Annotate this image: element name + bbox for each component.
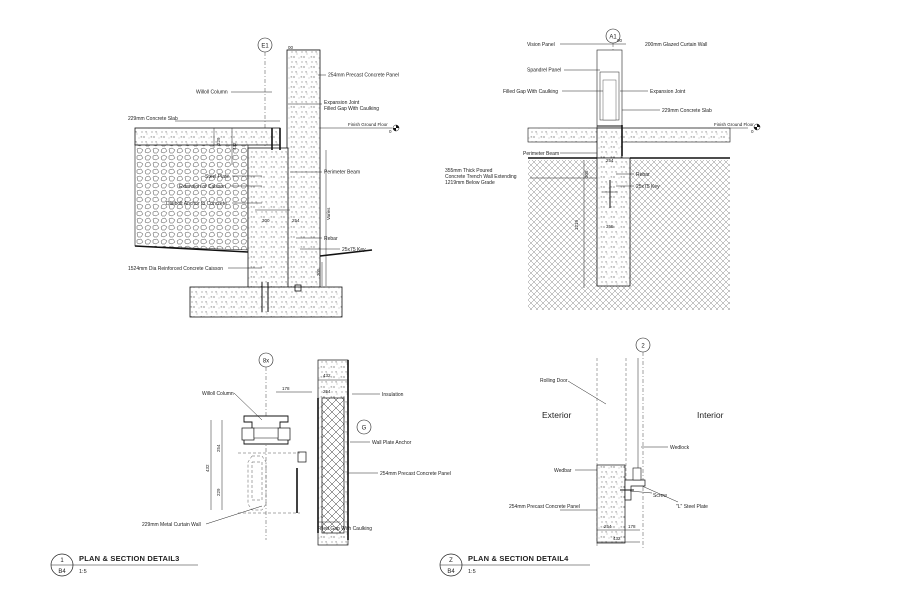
grid-bubble-g — [356, 419, 372, 435]
svg-text:254: 254 — [216, 444, 221, 452]
svg-text:Wedlock: Wedlock — [670, 445, 690, 451]
grid-label-e1: E1 — [261, 44, 269, 50]
svg-text:355mm Thick Poured: 355mm Thick Poured — [445, 168, 493, 174]
svg-text:254mm Precast Concrete Panel: 254mm Precast Concrete Panel — [328, 73, 399, 79]
svg-text:254: 254 — [604, 524, 612, 529]
svg-text:Filled Gap With Caulking: Filled Gap With Caulking — [317, 526, 372, 532]
svg-text:1219mm Below Grade: 1219mm Below Grade — [445, 180, 495, 186]
svg-text:0: 0 — [751, 129, 754, 134]
detail3-sheet: B4 — [58, 569, 66, 575]
svg-text:Screw: Screw — [653, 493, 667, 499]
svg-text:25x75 Key: 25x75 Key — [636, 184, 660, 190]
svg-text:Willoll Column: Willoll Column — [202, 391, 234, 397]
svg-text:254mm Precast Concrete Panel: 254mm Precast Concrete Panel — [380, 471, 451, 477]
svg-text:Concrete Trench Wall Extending: Concrete Trench Wall Extending — [445, 174, 517, 180]
svg-text:432: 432 — [205, 464, 210, 472]
svg-text:Extension of Caisson: Extension of Caisson — [179, 184, 226, 190]
detail4-sheet: B4 — [447, 569, 455, 575]
svg-text:305: 305 — [316, 268, 321, 276]
svg-text:Vision Panel: Vision Panel — [527, 42, 555, 48]
svg-text:Varies: Varies — [326, 207, 331, 220]
svg-text:200mm Glazed Curtain Wall: 200mm Glazed Curtain Wall — [645, 42, 707, 48]
svg-text:Expansion Joint: Expansion Joint — [324, 100, 360, 106]
svg-text:Willoll Column: Willoll Column — [196, 90, 228, 96]
svg-text:Rolling Door: Rolling Door — [540, 378, 568, 384]
svg-text:25x75 Key: 25x75 Key — [342, 247, 366, 253]
svg-text:178: 178 — [282, 386, 290, 391]
svg-text:254mm Precast Concrete Panel: 254mm Precast Concrete Panel — [509, 504, 580, 510]
detail4-title: PLAN & SECTION DETAIL4 — [468, 554, 569, 563]
detail3-number: 1 — [60, 558, 64, 564]
section-a1: A1 00 254 305 355 1219 Finish Ground Flo… — [445, 28, 761, 310]
detail4-scale: 1:5 — [468, 569, 476, 575]
grid-label-2: 2 — [641, 344, 645, 350]
interior-label: Interior — [697, 410, 724, 420]
svg-text:Perimeter Beam: Perimeter Beam — [523, 151, 559, 157]
svg-text:355: 355 — [606, 224, 614, 229]
svg-text:254: 254 — [323, 389, 331, 394]
svg-text:229: 229 — [216, 488, 221, 496]
svg-text:229mm Metal Curtain Wall: 229mm Metal Curtain Wall — [142, 522, 201, 528]
svg-text:Dialbolt Anchor to Concrete: Dialbolt Anchor to Concrete — [166, 201, 227, 207]
svg-text:432: 432 — [613, 536, 621, 541]
section-e1: E1 00 Varies 305 229 432 300 254 — [128, 37, 400, 318]
title-block-detail4: Z B4 PLAN & SECTION DETAIL4 1:5 — [439, 553, 590, 577]
svg-text:Rebar: Rebar — [324, 236, 338, 242]
svg-text:Rebar: Rebar — [636, 172, 650, 178]
svg-text:Finish Ground Floor: Finish Ground Floor — [348, 122, 388, 127]
svg-text:Finish Ground Floor: Finish Ground Floor — [714, 122, 754, 127]
svg-text:254: 254 — [606, 158, 614, 163]
grid-bubble-e1 — [257, 37, 273, 53]
title-block-detail3: 1 B4 PLAN & SECTION DETAIL3 1:5 — [50, 553, 198, 577]
svg-text:254: 254 — [292, 218, 300, 223]
svg-text:00: 00 — [288, 45, 294, 50]
exterior-label: Exterior — [542, 410, 571, 420]
svg-text:Perimeter Beam: Perimeter Beam — [324, 170, 360, 176]
detail3-title: PLAN & SECTION DETAIL3 — [79, 554, 180, 563]
svg-text:00: 00 — [617, 38, 623, 43]
svg-text:Insulation: Insulation — [382, 392, 404, 398]
svg-text:229mm Concrete Slab: 229mm Concrete Slab — [128, 116, 178, 122]
svg-text:Expansion Joint: Expansion Joint — [650, 89, 686, 95]
svg-text:"L" Steel Plate: "L" Steel Plate — [676, 504, 708, 510]
svg-text:1524mm Dia Reinforced Concrete: 1524mm Dia Reinforced Concrete Caisson — [128, 266, 223, 272]
svg-text:229mm Concrete Slab: 229mm Concrete Slab — [662, 108, 712, 114]
svg-text:432: 432 — [232, 142, 237, 150]
svg-text:Spandrel Panel: Spandrel Panel — [527, 68, 561, 74]
svg-text:305: 305 — [584, 170, 589, 178]
svg-text:300: 300 — [262, 218, 270, 223]
detail3-scale: 1:5 — [79, 569, 87, 575]
svg-text:0: 0 — [389, 129, 392, 134]
svg-text:Wall Plate Anchor: Wall Plate Anchor — [372, 440, 412, 446]
svg-text:432: 432 — [323, 373, 331, 378]
grid-label-a1: A1 — [609, 35, 617, 41]
plan-8x: 8x G 178 432 254 254 432 229 Willol — [142, 352, 451, 546]
plan-2: 2 254 178 432 Exterior Interior Rolling … — [509, 337, 724, 548]
grid-label-8x: 8x — [263, 359, 269, 365]
svg-text:Filled Gap With Caulking: Filled Gap With Caulking — [503, 89, 558, 95]
svg-text:Filled Gap With Caulking: Filled Gap With Caulking — [324, 106, 379, 112]
svg-text:178: 178 — [628, 524, 636, 529]
svg-text:229: 229 — [216, 137, 221, 145]
detail4-number: Z — [449, 558, 453, 564]
svg-text:Wedbar: Wedbar — [554, 468, 572, 474]
svg-text:Steel Plate: Steel Plate — [205, 174, 229, 180]
svg-text:1219: 1219 — [574, 219, 579, 230]
grid-label-g: G — [362, 426, 367, 432]
